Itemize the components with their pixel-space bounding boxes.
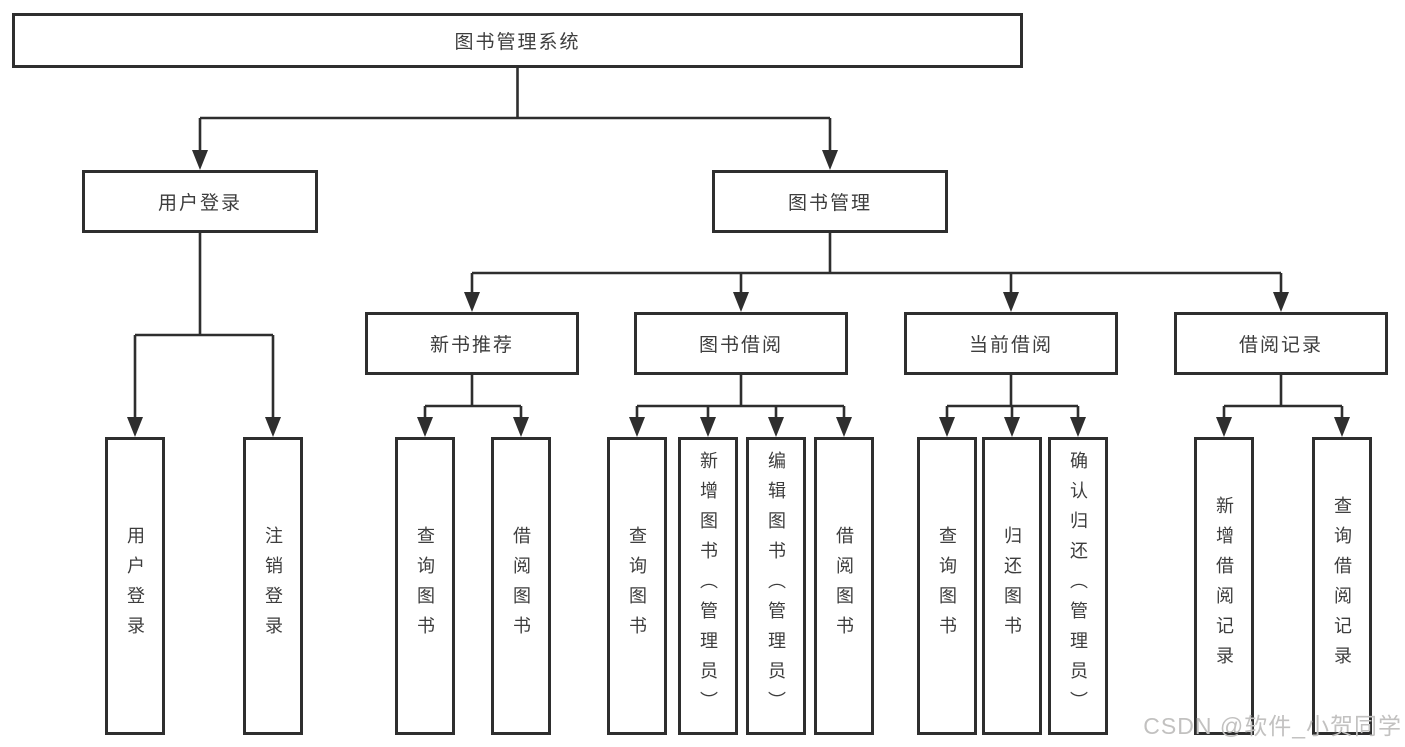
node-book-borrowing: 图书借阅 [634,312,848,375]
node-borrowing-records-label: 借阅记录 [1238,335,1323,356]
arrowhead [1334,417,1350,437]
node-user-login-label: 用户登录 [157,193,242,214]
leaf-bb-query-books: 查询图书 [607,437,667,735]
leaf-bb-edit-books: 编辑图书（管理员） [746,437,806,735]
leaf-br-query-record: 查询借阅记录 [1312,437,1372,735]
leaf-logout: 注销登录 [243,437,303,735]
leaf-br-add-record: 新增借阅记录 [1194,437,1254,735]
leaf-bb-edit-books-label: 编辑图书（管理员） [766,451,786,721]
arrowhead [417,417,433,437]
leaf-cb-query-books: 查询图书 [917,437,977,735]
node-new-book-recommend: 新书推荐 [365,312,579,375]
leaf-user-login-label: 用户登录 [125,526,145,646]
node-new-book-recommend-label: 新书推荐 [429,335,514,356]
leaf-cb-return-books-label: 归还图书 [1002,526,1022,646]
arrowhead [629,417,645,437]
arrowhead [1273,292,1289,312]
leaf-br-add-record-label: 新增借阅记录 [1214,496,1234,676]
connector-book-management-to-level3 [470,233,1283,295]
arrowhead [1003,292,1019,312]
node-root-label: 图书管理系统 [454,32,581,53]
node-current-borrowing-label: 当前借阅 [968,335,1053,356]
connector-new-book-recommend-to-leaves [423,375,523,420]
arrowhead [1216,417,1232,437]
connector-book-borrowing-to-leaves [635,375,846,420]
node-user-login: 用户登录 [82,170,318,233]
node-book-management-label: 图书管理 [787,193,872,214]
arrowhead [1070,417,1086,437]
node-current-borrowing: 当前借阅 [904,312,1118,375]
leaf-bb-borrow-books-label: 借阅图书 [834,526,854,646]
node-book-management: 图书管理 [712,170,948,233]
arrowhead [513,417,529,437]
node-book-borrowing-label: 图书借阅 [698,335,783,356]
connector-borrowing-records-to-leaves [1222,375,1344,420]
arrowhead [127,417,143,437]
arrowhead [733,292,749,312]
arrowhead [464,292,480,312]
leaf-nbr-borrow-books: 借阅图书 [491,437,551,735]
arrowhead [822,150,838,170]
arrowhead [939,417,955,437]
arrowhead [1004,417,1020,437]
csdn-watermark: CSDN @软件_小贺同学 [1143,713,1402,739]
leaf-nbr-query-books-label: 查询图书 [415,526,435,646]
arrowhead [700,417,716,437]
leaf-nbr-query-books: 查询图书 [395,437,455,735]
leaf-bb-borrow-books: 借阅图书 [814,437,874,735]
node-borrowing-records: 借阅记录 [1174,312,1388,375]
leaf-br-query-record-label: 查询借阅记录 [1332,496,1352,676]
leaf-cb-confirm-return: 确认归还（管理员） [1048,437,1108,735]
connector-user-login-to-leaves [133,233,275,420]
leaf-bb-add-books: 新增图书（管理员） [678,437,738,735]
leaf-cb-confirm-return-label: 确认归还（管理员） [1068,451,1088,721]
arrowhead [836,417,852,437]
leaf-nbr-borrow-books-label: 借阅图书 [511,526,531,646]
leaf-user-login: 用户登录 [105,437,165,735]
leaf-bb-add-books-label: 新增图书（管理员） [698,451,718,721]
leaf-logout-label: 注销登录 [263,526,283,646]
arrowheads [127,150,1350,437]
node-root: 图书管理系统 [12,13,1023,68]
connector-root-to-level2 [198,68,832,152]
leaf-cb-return-books: 归还图书 [982,437,1042,735]
arrowhead [768,417,784,437]
leaf-cb-query-books-label: 查询图书 [937,526,957,646]
arrowhead [192,150,208,170]
leaf-bb-query-books-label: 查询图书 [627,526,647,646]
connector-current-borrowing-to-leaves [945,375,1080,420]
arrowhead [265,417,281,437]
